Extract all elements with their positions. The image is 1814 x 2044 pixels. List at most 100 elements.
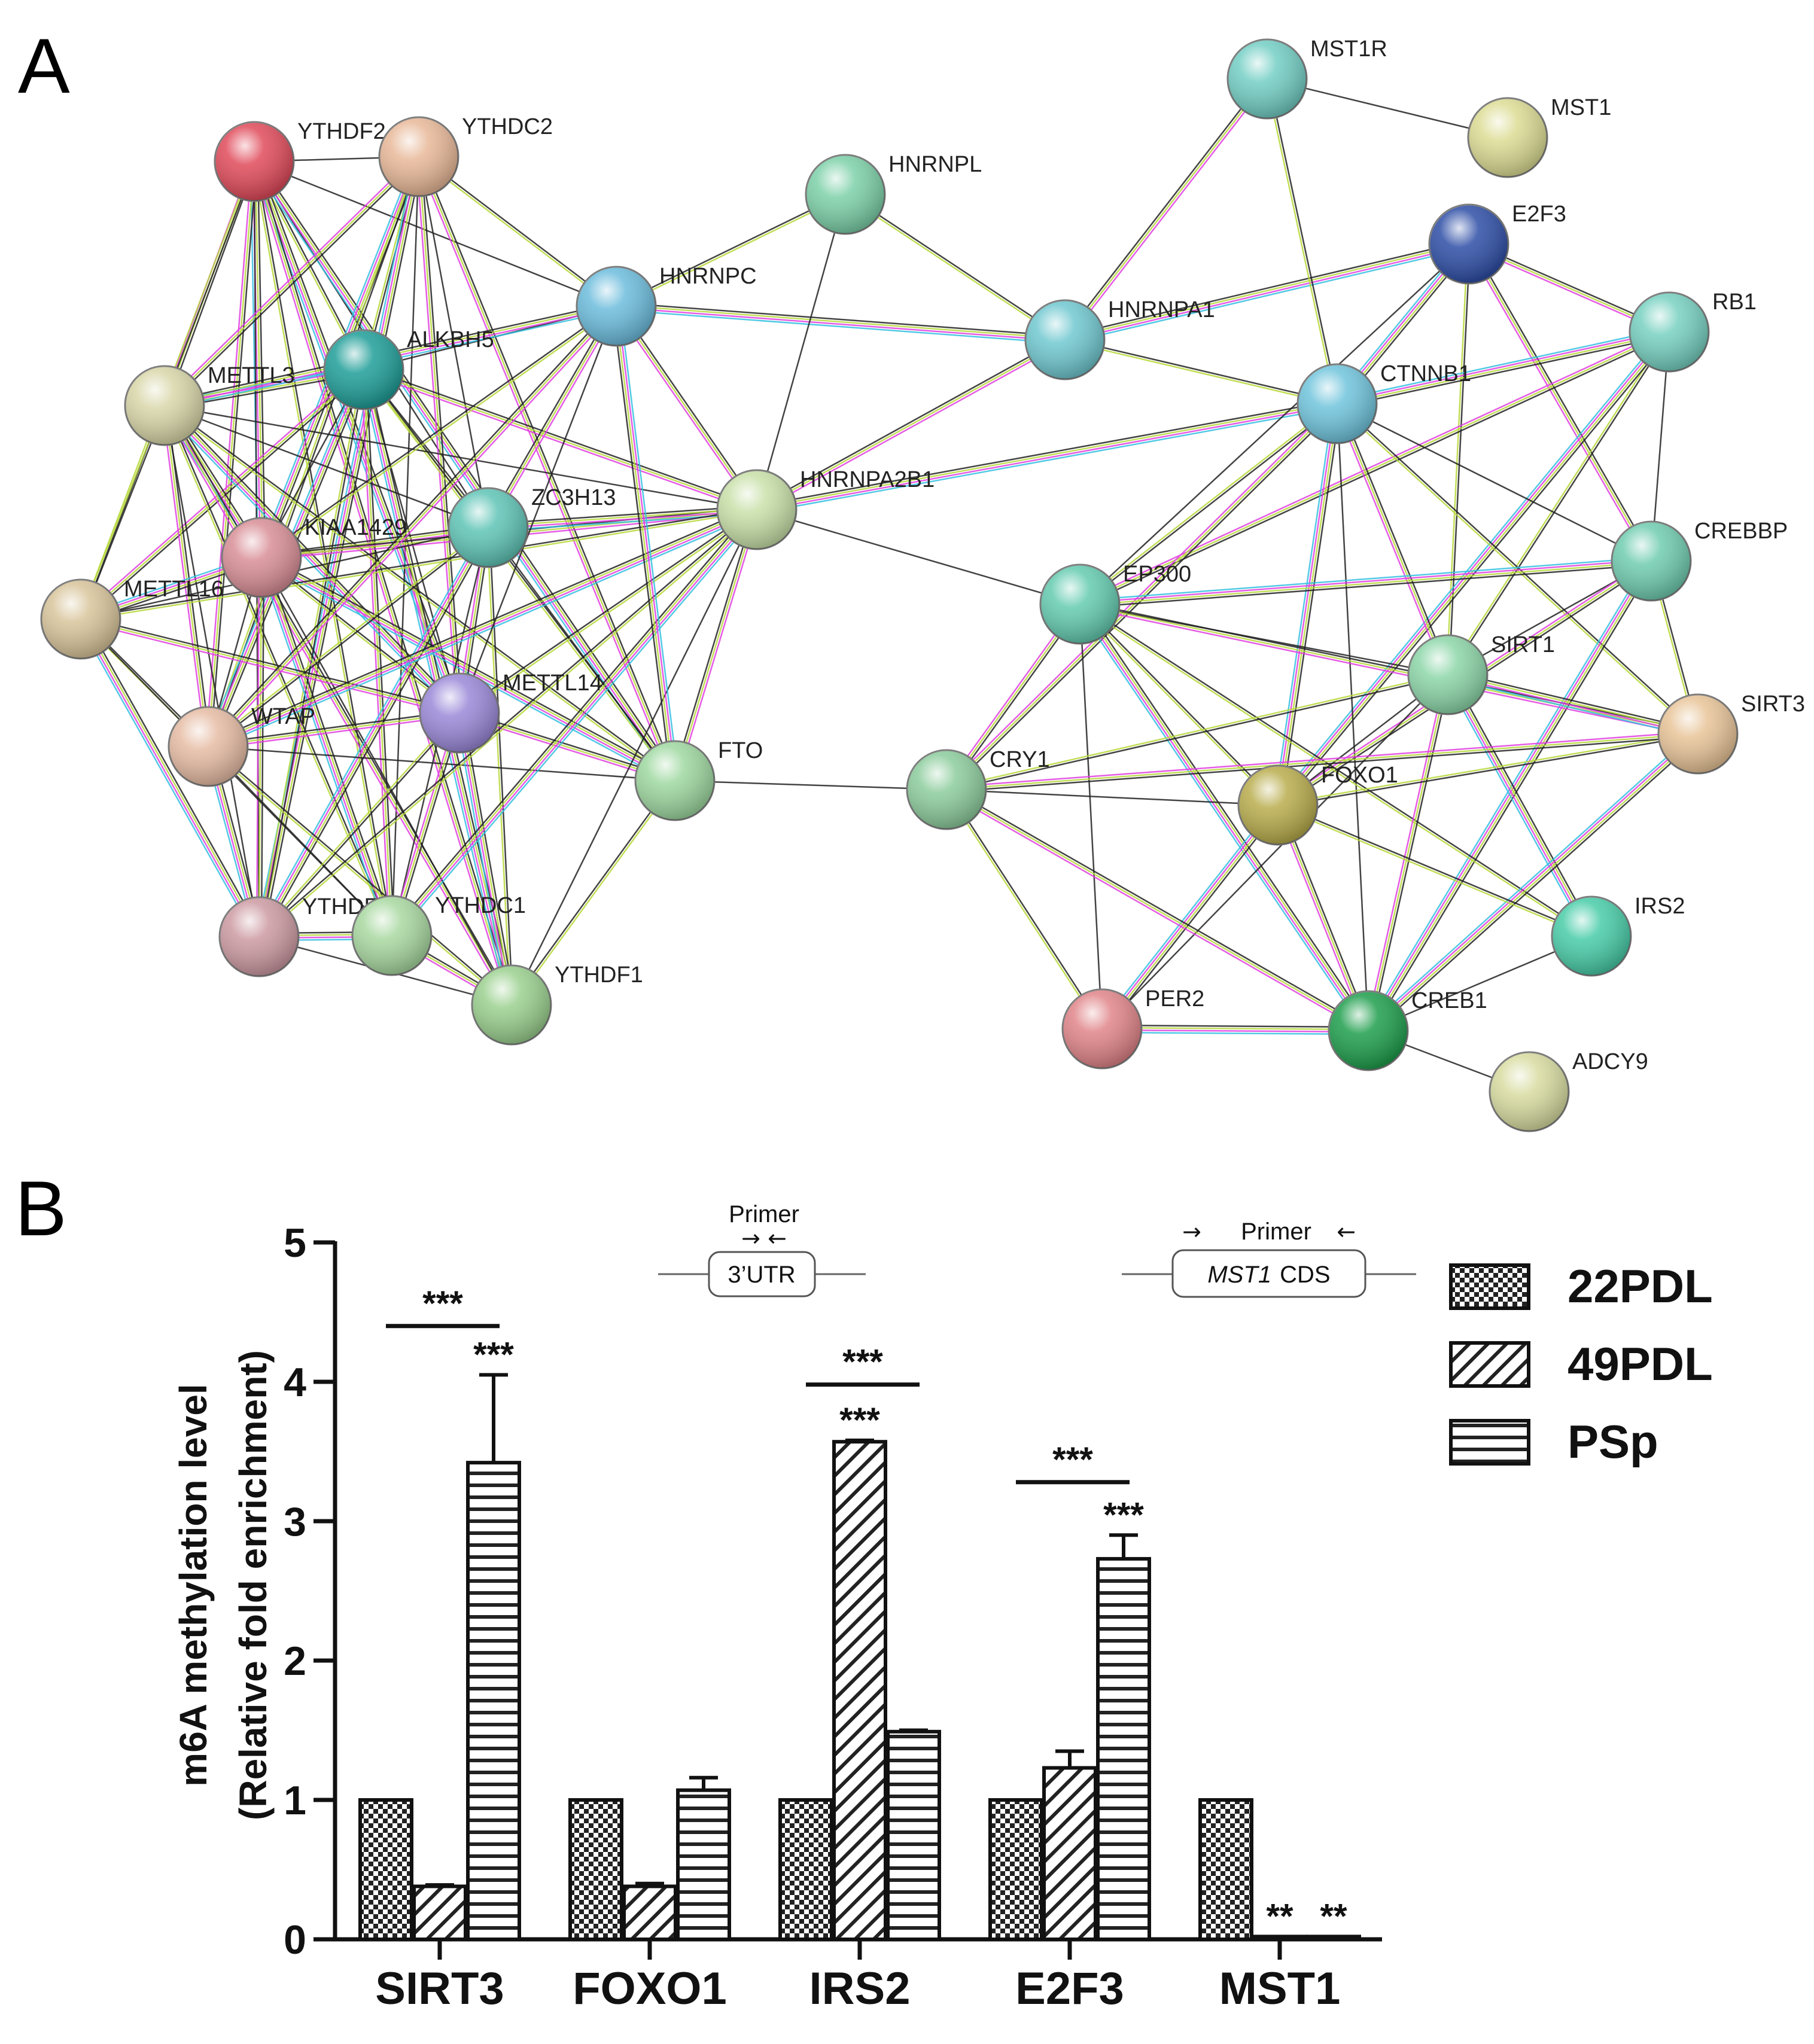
node-fto[interactable]: FTO xyxy=(634,738,763,821)
edge-HNRNPA2B1-HNRNPA1 xyxy=(755,337,1067,513)
node-mst1r[interactable]: MST1R xyxy=(1226,36,1387,120)
node-irs2[interactable]: IRS2 xyxy=(1551,894,1685,977)
edge-HNRNPC-HNRNPA1 xyxy=(616,301,1066,345)
node-label: CREB1 xyxy=(1411,988,1487,1013)
utr-primer-label: Primer xyxy=(729,1201,799,1227)
bar-psp-irs2 xyxy=(886,1729,941,1942)
edge-METTL14-YTHDF3 xyxy=(257,711,461,939)
bar-psp-mst1 xyxy=(1306,1935,1361,1942)
node-hnrnpa2b1[interactable]: HNRNPA2B1 xyxy=(716,467,935,550)
edge-MST1R-MST1 xyxy=(1267,78,1508,139)
edge-WTAP-YTHDC1 xyxy=(208,746,392,936)
edge-YTHDF2-HNRNPC xyxy=(254,160,617,307)
edge-E2F3-CREBBP xyxy=(1466,242,1654,563)
node-hnrnpl[interactable]: HNRNPL xyxy=(805,152,982,235)
bar-psp-sirt3 xyxy=(466,1461,521,1941)
node-label: METTL3 xyxy=(208,363,295,388)
legend-swatch xyxy=(1449,1341,1530,1388)
bar-22pdl-sirt3 xyxy=(358,1798,413,1941)
bar-psp-e2f3 xyxy=(1096,1556,1151,1941)
node-crebbp[interactable]: CREBBP xyxy=(1611,519,1788,602)
node-ythdf2[interactable]: YTHDF2 xyxy=(214,119,386,202)
node-zc3h13[interactable]: ZC3H13 xyxy=(448,485,616,568)
node-foxo1[interactable]: FOXO1 xyxy=(1237,763,1398,846)
node-label: ALKBH5 xyxy=(407,327,494,352)
node-creb1[interactable]: CREB1 xyxy=(1328,988,1487,1071)
node-ctnnb1[interactable]: CTNNB1 xyxy=(1296,361,1471,444)
bar-49pdl-mst1 xyxy=(1252,1935,1307,1942)
edge-CTNNB1-SIRT1 xyxy=(1334,403,1451,676)
edge-FOXO1-CRY1 xyxy=(946,788,1279,806)
node-alkbh5[interactable]: ALKBH5 xyxy=(323,327,494,410)
node-per2[interactable]: PER2 xyxy=(1061,986,1204,1070)
node-label: WTAP xyxy=(251,704,315,729)
cds-region-label: CDS xyxy=(1280,1262,1330,1288)
significance-marker: ** xyxy=(1320,1897,1347,1936)
node-adcy9[interactable]: ADCY9 xyxy=(1489,1049,1648,1132)
node-ep300[interactable]: EP300 xyxy=(1039,562,1191,645)
node-label: YTHDF2 xyxy=(297,119,386,144)
edge-RB1-CTNNB1 xyxy=(1336,327,1670,409)
node-label: HNRNPA1 xyxy=(1108,297,1215,322)
node-label: EP300 xyxy=(1123,562,1191,587)
node-label: CREBBP xyxy=(1694,519,1788,544)
significance-marker: *** xyxy=(473,1335,514,1374)
node-cry1[interactable]: CRY1 xyxy=(906,747,1050,830)
legend-item-49pdl: 49PDL xyxy=(1449,1338,1713,1390)
node-wtap[interactable]: WTAP xyxy=(168,704,315,787)
node-mettl16[interactable]: METTL16 xyxy=(40,577,224,660)
legend-swatch xyxy=(1449,1419,1530,1466)
bar-49pdl-foxo1 xyxy=(622,1884,677,1941)
edge-RB1-SIRT1 xyxy=(1446,331,1671,676)
node-e2f3[interactable]: E2F3 xyxy=(1428,202,1566,285)
y-axis-title: m6A methylation level (Relative fold enr… xyxy=(172,1350,275,1820)
node-label: HNRNPC xyxy=(659,264,757,289)
node-label: SIRT3 xyxy=(1741,692,1805,717)
node-label: E2F3 xyxy=(1512,202,1566,227)
panel-label-b: B xyxy=(15,1165,67,1252)
node-ythdf1[interactable]: YTHDF1 xyxy=(471,962,643,1046)
cds-arrow-left: → xyxy=(1182,1219,1201,1245)
x-tick-label: IRS2 xyxy=(809,1963,911,2014)
legend-label: 49PDL xyxy=(1568,1338,1713,1390)
node-kiaa1429[interactable]: KIAA1429 xyxy=(221,515,407,598)
bar-49pdl-e2f3 xyxy=(1042,1766,1097,1941)
node-mettl3[interactable]: METTL3 xyxy=(124,363,295,446)
node-sirt1[interactable]: SIRT1 xyxy=(1407,632,1555,715)
x-tick-label: E2F3 xyxy=(1015,1963,1124,2014)
edge-KIAA1429-YTHDF1 xyxy=(260,557,513,1006)
node-rb1[interactable]: RB1 xyxy=(1629,290,1757,373)
node-label: ZC3H13 xyxy=(531,485,616,510)
node-label: YTHDF1 xyxy=(555,962,643,988)
y-tick-label: 5 xyxy=(284,1220,306,1266)
panel-label-a: A xyxy=(18,22,70,109)
edge-YTHDC2-FTO xyxy=(416,156,678,782)
edge-IRS2-CREB1 xyxy=(1368,935,1592,1032)
node-hnrnpa1[interactable]: HNRNPA1 xyxy=(1024,297,1215,380)
bar-22pdl-foxo1 xyxy=(568,1798,623,1941)
edge-FTO-CRY1 xyxy=(674,779,947,791)
node-mst1[interactable]: MST1 xyxy=(1467,95,1611,178)
bar-group-mst1: MST1 xyxy=(1198,1798,1361,2014)
significance-marker: ** xyxy=(1266,1897,1293,1936)
node-ythdc2[interactable]: YTHDC2 xyxy=(378,114,553,197)
legend-item-psp: PSp xyxy=(1449,1415,1658,1468)
bracket-label: *** xyxy=(422,1284,463,1323)
node-sirt3[interactable]: SIRT3 xyxy=(1657,692,1805,775)
bar-group-e2f3: E2F3 xyxy=(988,1533,1151,2014)
node-hnrnpc[interactable]: HNRNPC xyxy=(576,264,757,347)
node-ythdc1[interactable]: YTHDC1 xyxy=(351,893,526,976)
bar-group-irs2: IRS2 xyxy=(778,1438,941,2014)
edge-HNRNPA1-E2F3 xyxy=(1064,239,1470,345)
edge-HNRNPA2B1-EP300 xyxy=(756,508,1081,605)
node-mettl14[interactable]: METTL14 xyxy=(419,671,602,754)
edge-CTNNB1-CREBBP xyxy=(1337,403,1652,562)
legend-item-22pdl: 22PDL xyxy=(1449,1260,1713,1312)
edge-SIRT1-CREB1 xyxy=(1365,674,1451,1032)
node-label: RB1 xyxy=(1712,290,1757,315)
bar-22pdl-mst1 xyxy=(1198,1798,1253,1941)
utr-primer-diagram: 3’UTR Primer → ← xyxy=(658,1201,866,1297)
